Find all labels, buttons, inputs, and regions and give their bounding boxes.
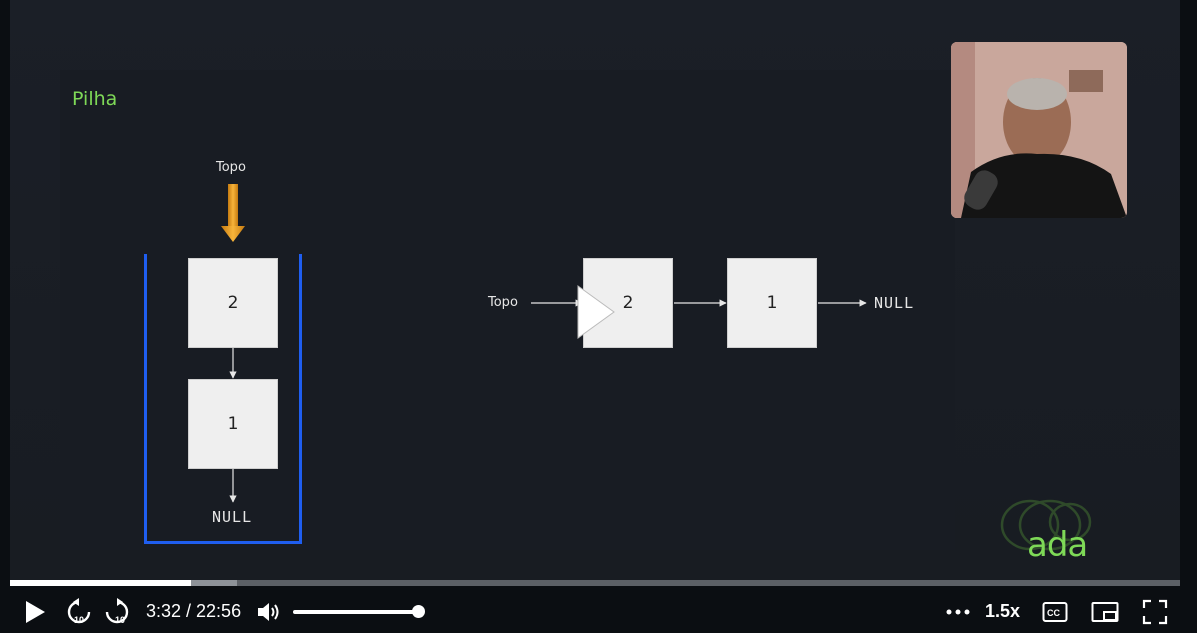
volume-icon[interactable] — [254, 590, 284, 633]
svg-text:10: 10 — [115, 615, 125, 625]
seek-played — [10, 580, 192, 586]
list-node: 1 — [727, 258, 817, 348]
rewind-10-icon[interactable]: 10 — [62, 590, 96, 633]
stack-node: 2 — [188, 258, 278, 348]
picture-in-picture-icon[interactable] — [1090, 590, 1120, 633]
svg-text:10: 10 — [74, 615, 84, 625]
captions-icon[interactable]: CC — [1040, 590, 1070, 633]
stack-null-label: NULL — [212, 508, 253, 526]
time-display: 3:32 / 22:56 — [146, 601, 242, 621]
forward-10-icon[interactable]: 10 — [100, 590, 134, 633]
stack-top-label: Topo — [216, 160, 246, 175]
play-overlay-icon[interactable] — [566, 284, 616, 340]
slide-title: Pilha — [72, 88, 118, 110]
volume-slider[interactable] — [293, 610, 418, 614]
fullscreen-icon[interactable] — [1140, 590, 1170, 633]
play-icon[interactable] — [18, 590, 52, 633]
list-null-label: NULL — [874, 294, 915, 312]
svg-text:CC: CC — [1047, 608, 1060, 618]
logo-text: ada — [1027, 525, 1088, 565]
playback-speed-button[interactable]: 1.5x — [985, 601, 1021, 621]
stack-node: 1 — [188, 379, 278, 469]
presenter-webcam — [951, 42, 1127, 218]
more-options-icon[interactable] — [943, 590, 973, 633]
list-top-label: Topo — [488, 295, 518, 310]
stack-top-arrow — [221, 184, 245, 242]
stack-container — [144, 254, 302, 544]
volume-slider-handle[interactable] — [412, 605, 425, 618]
seek-bar[interactable] — [10, 580, 1180, 586]
